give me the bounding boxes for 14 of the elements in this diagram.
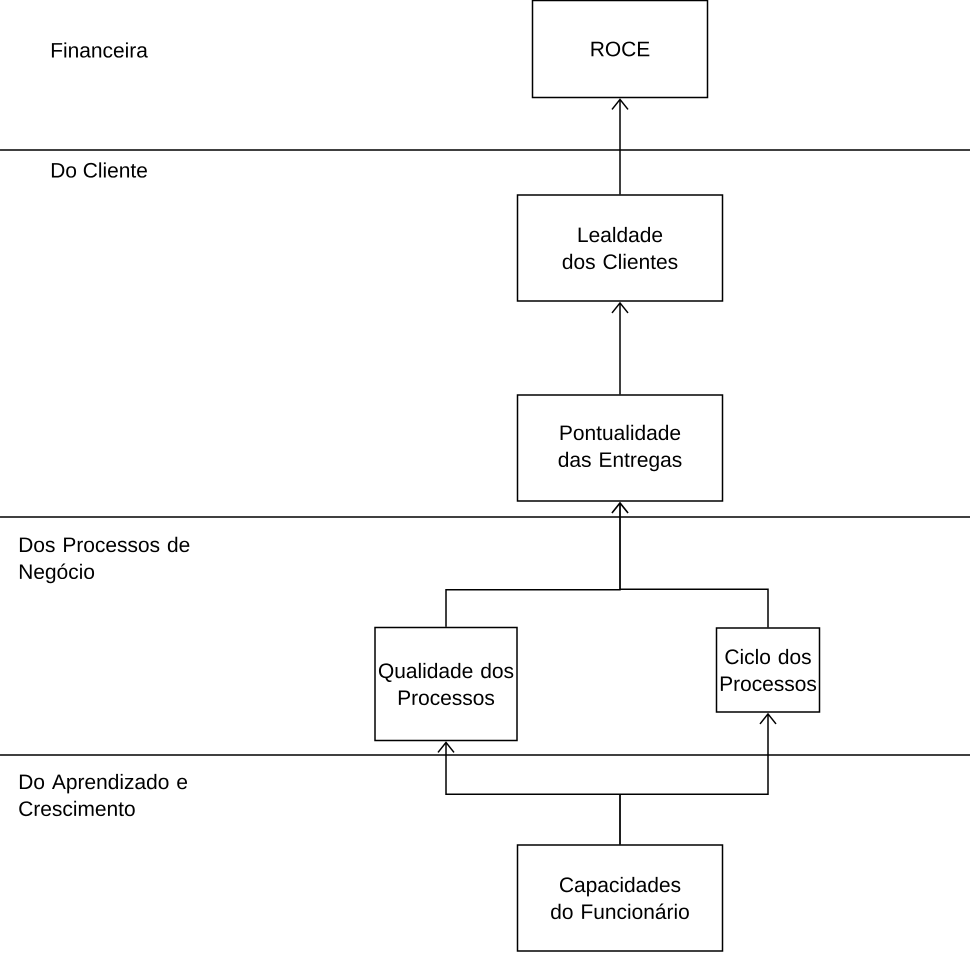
box: Qualidade dos Processos — [374, 626, 518, 742]
arrow — [611, 302, 629, 394]
box: Lealdade dos Clientes — [516, 194, 724, 302]
section-label: Do Cliente — [52, 162, 147, 178]
box: Pontualidade das Entregas — [516, 394, 724, 502]
section-label: Financeira — [52, 42, 148, 58]
section-label: Dos Processos de Negócio — [20, 536, 190, 584]
box: Ciclo dos Processos — [716, 627, 820, 713]
arrow — [619, 712, 777, 844]
arrow — [611, 502, 769, 628]
box: ROCE — [532, 0, 708, 98]
section-label: Do Aprendizado e Crescimento — [19, 774, 188, 816]
box: Capacidades do Funcionário — [516, 844, 724, 952]
arrow — [611, 98, 629, 194]
